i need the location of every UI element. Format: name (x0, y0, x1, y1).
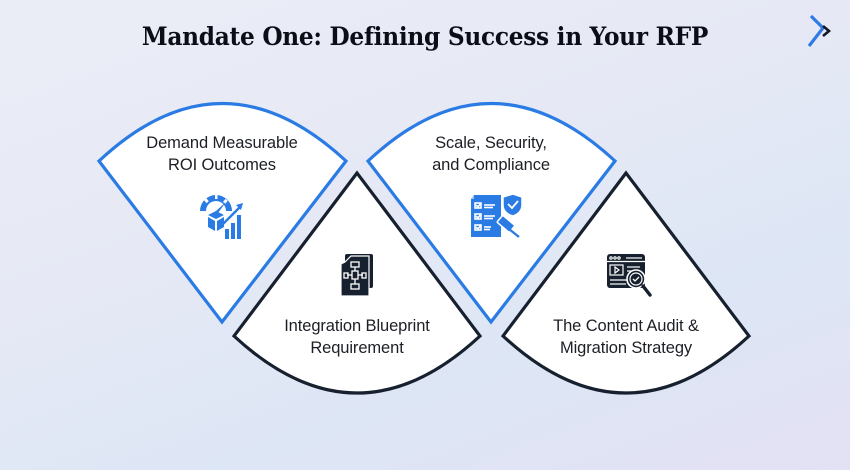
brand-chevron-logo-icon (807, 14, 832, 47)
segment-label-line: Requirement (310, 339, 404, 357)
segment-label-line: ROI Outcomes (168, 156, 276, 174)
roi-gauge-chart-icon (200, 195, 243, 239)
segment-label-line: Migration Strategy (559, 339, 693, 357)
segment-label-content-audit: The Content Audit & Migration Strategy (516, 315, 736, 359)
segment-shape-roi (96, 101, 349, 325)
page-title: Mandate One: Defining Success in Your RF… (141, 22, 709, 51)
segment-label-integration: Integration Blueprint Requirement (247, 315, 467, 359)
segment-label-line: Demand Measurable (146, 134, 298, 152)
content-audit-magnifier-icon (607, 254, 652, 297)
blueprint-flowchart-document-icon (340, 254, 373, 297)
segment-label-roi: Demand Measurable ROI Outcomes (112, 132, 332, 176)
segment-label-line: Scale, Security, (435, 134, 547, 152)
compliance-checklist-shield-gavel-icon (471, 193, 523, 238)
segment-label-line: Integration Blueprint (284, 317, 430, 335)
segment-label-line: and Compliance (432, 156, 550, 174)
segment-label-compliance: Scale, Security, and Compliance (381, 132, 601, 176)
segment-label-line: The Content Audit & (553, 317, 699, 335)
